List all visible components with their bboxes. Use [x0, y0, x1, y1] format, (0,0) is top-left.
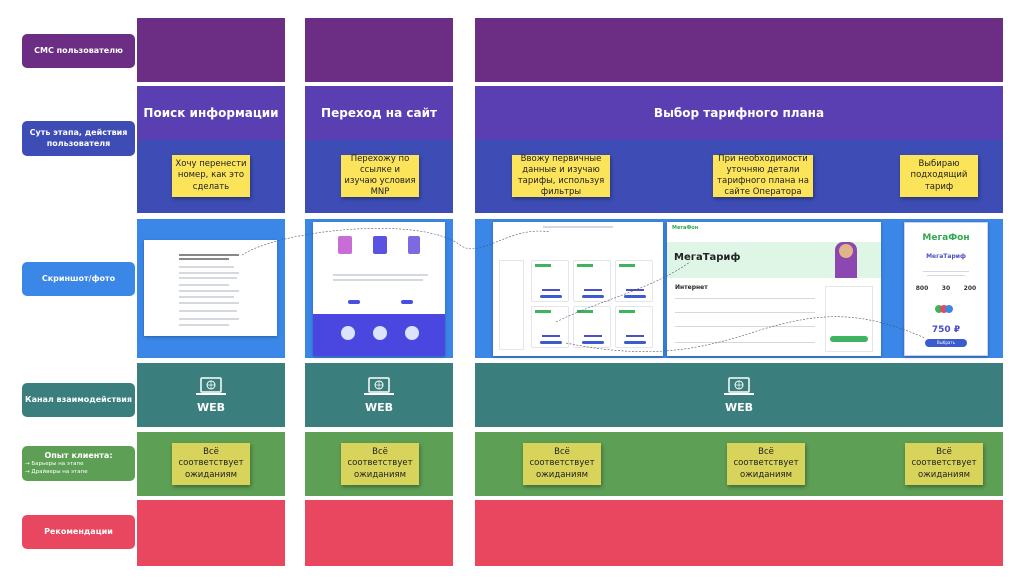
- aggregator-tariff-card: [531, 306, 569, 348]
- select-tariff-button[interactable]: Выбрать: [925, 339, 967, 347]
- channel-cell-2: WEB: [305, 363, 453, 427]
- stage-title-3: Выбор тарифного плана: [475, 86, 1003, 140]
- tariff-card-screenshot: МегаФон МегаТариф 800 30 200 750 ₽ Выбра…: [904, 222, 988, 356]
- sms-cell-2: [305, 18, 453, 82]
- operator-page-title: МегаТариф: [674, 252, 741, 263]
- mnp-page-screenshot: [313, 222, 445, 356]
- card-tariff-name: МегаТариф: [926, 253, 966, 260]
- aggregator-tariff-card: [531, 260, 569, 302]
- recommendations-cell-2: [305, 500, 453, 566]
- channel-label: WEB: [364, 400, 394, 414]
- experience-sticky: Всё соответствует ожиданиям: [523, 443, 601, 485]
- row-label-experience: Опыт клиента: → Барьеры на этапе → Драйв…: [22, 446, 135, 481]
- app-icon: [940, 305, 948, 313]
- sms-cell-1: [137, 18, 285, 82]
- row-label-stage: Суть этапа, действия пользователя: [22, 121, 135, 156]
- experience-drivers: → Драйверы на этапе: [25, 468, 88, 475]
- experience-sticky: Всё соответствует ожиданиям: [727, 443, 805, 485]
- action-sticky: Перехожу по ссылке и изучаю условия MNP: [341, 154, 419, 197]
- article-screenshot: [144, 240, 277, 336]
- experience-sticky: Всё соответствует ожиданиям: [172, 443, 250, 485]
- row-label-channel: Канал взаимодействия: [22, 383, 135, 417]
- card-price: 750 ₽: [931, 325, 961, 335]
- channel-label: WEB: [196, 400, 226, 414]
- experience-title: Опыт клиента:: [44, 450, 113, 460]
- action-sticky: Ввожу первичные данные и изучаю тарифы, …: [512, 154, 610, 197]
- channel-cell-1: WEB: [137, 363, 285, 427]
- aggregator-tariff-card: [573, 260, 611, 302]
- laptop-web-icon: [196, 376, 226, 395]
- row-label-screenshot: Скриншот/фото: [22, 262, 135, 296]
- row-label-recommendations: Рекомендации: [22, 515, 135, 549]
- row-label-sms: СМС пользователю: [22, 34, 135, 68]
- channel-cell-3: WEB: [475, 363, 1003, 427]
- action-sticky: Выбираю подходящий тариф: [900, 155, 978, 197]
- laptop-web-icon: [364, 376, 394, 395]
- recommendations-cell-3: [475, 500, 1003, 566]
- card-stat-value: 200: [963, 285, 977, 292]
- aggregator-tariff-card: [615, 306, 653, 348]
- sms-cell-3: [475, 18, 1003, 82]
- operator-page-screenshot: МегаФон МегаТариф Интернет: [667, 222, 881, 356]
- app-icon: [935, 305, 943, 313]
- operator-logo: МегаФон: [672, 225, 699, 231]
- channel-label: WEB: [724, 400, 754, 414]
- app-icon: [945, 305, 953, 313]
- experience-sticky: Всё соответствует ожиданиям: [341, 443, 419, 485]
- action-sticky: При необходимости уточняю детали тарифно…: [713, 154, 813, 197]
- action-sticky: Хочу перенести номер, как это сделать: [172, 155, 250, 197]
- laptop-web-icon: [724, 376, 754, 395]
- megafon-logo: МегаФон: [922, 233, 970, 243]
- tariff-aggregator-screenshot: [493, 222, 663, 356]
- operator-section-title: Интернет: [675, 284, 708, 291]
- recommendations-cell-1: [137, 500, 285, 566]
- experience-barriers: → Барьеры на этапе: [25, 461, 84, 468]
- stage-title-1: Поиск информации: [137, 86, 285, 140]
- stage-title-2: Переход на сайт: [305, 86, 453, 140]
- card-stat-value: 800: [915, 285, 929, 292]
- card-stat-value: 30: [941, 285, 951, 292]
- experience-sticky: Всё соответствует ожиданиям: [905, 443, 983, 485]
